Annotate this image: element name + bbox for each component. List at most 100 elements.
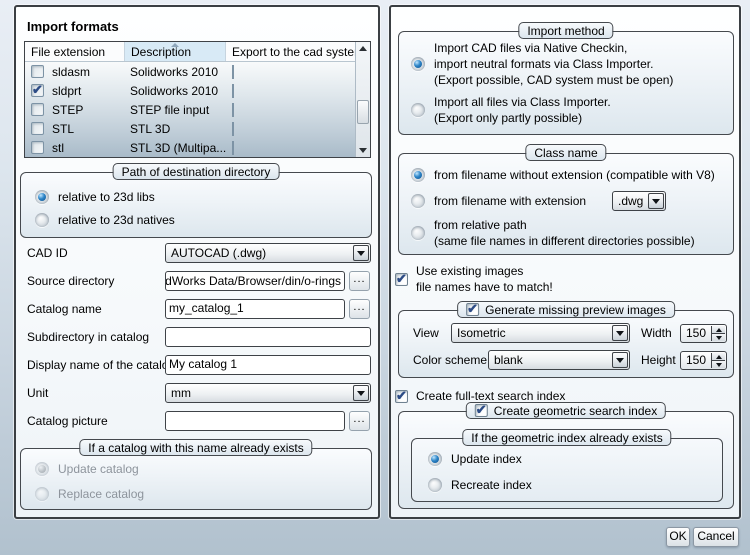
unit-combo[interactable]: mm <box>165 383 371 403</box>
radio-label: Recreate index <box>451 478 532 492</box>
geometric-index-group: Create geometric search index If the geo… <box>398 402 734 509</box>
checkbox-icon <box>395 271 408 287</box>
dropdown-arrow-icon[interactable] <box>612 352 628 368</box>
table-header-row: File extension Description Export to the… <box>25 42 356 62</box>
subdirectory-input[interactable] <box>165 327 371 347</box>
radio-update-catalog: Update catalog <box>35 462 139 476</box>
preview-images-checkbox[interactable] <box>466 301 480 317</box>
catalog-name-input[interactable]: my_catalog_1 <box>165 299 345 319</box>
sort-asc-icon <box>171 43 179 47</box>
radio-label: Import CAD files via Native Checkin, imp… <box>434 41 674 87</box>
table-row-step[interactable]: STEP STEP file input <box>25 100 356 119</box>
color-scheme-label: Color scheme <box>413 353 488 367</box>
view-combo[interactable]: Isometric <box>451 323 630 343</box>
format-checkbox[interactable] <box>31 103 44 116</box>
dropdown-arrow-icon[interactable] <box>353 385 369 401</box>
column-header-export[interactable]: Export to the cad system <box>232 45 356 59</box>
spin-down-icon[interactable] <box>712 361 725 368</box>
dropdown-arrow-icon[interactable] <box>353 245 369 261</box>
radio-relative-23d-natives[interactable]: relative to 23d natives <box>35 213 175 227</box>
radio-class-importer[interactable]: Import all files via Class Importer. (Ex… <box>411 94 611 126</box>
radio-label: relative to 23d natives <box>58 213 175 227</box>
table-row-stl-lower[interactable]: stl STL 3D (Multipa... <box>25 138 356 157</box>
class-name-caption: Class name <box>525 144 607 161</box>
column-header-file-extension[interactable]: File extension <box>25 42 125 61</box>
radio-icon <box>35 487 49 501</box>
table-row-stl-upper[interactable]: STL STL 3D <box>25 119 356 138</box>
display-name-input[interactable]: My catalog 1 <box>165 355 371 375</box>
spin-up-icon[interactable] <box>712 353 725 361</box>
radio-label: from relative path (same file names in d… <box>434 218 695 248</box>
dropdown-arrow-icon[interactable] <box>612 325 628 341</box>
file-extension: stl <box>52 140 64 155</box>
source-directory-input[interactable]: SolidWorks Data/Browser/din/o-rings <box>165 271 345 291</box>
scrollbar-thumb[interactable] <box>357 100 369 124</box>
catalog-name-browse-button[interactable]: ... <box>349 299 370 319</box>
radio-filename-with-extension[interactable]: from filename with extension <box>411 194 586 208</box>
cad-id-combo[interactable]: AUTOCAD (.dwg) <box>165 243 371 263</box>
radio-icon <box>35 190 49 204</box>
radio-recreate-index[interactable]: Recreate index <box>428 478 532 492</box>
catalog-picture-input[interactable] <box>165 411 345 431</box>
use-existing-images-checkbox[interactable]: Use existing images file names have to m… <box>395 263 553 295</box>
import-formats-table: File extension Description Export to the… <box>24 41 371 158</box>
export-checkbox[interactable] <box>232 140 234 155</box>
path-destination-group: Path of destination directory relative t… <box>20 163 372 238</box>
table-row-sldasm[interactable]: sldasm Solidworks 2010 <box>25 62 356 81</box>
view-value: Isometric <box>457 326 506 340</box>
radio-filename-without-extension[interactable]: from filename without extension (compati… <box>411 168 715 182</box>
checkbox-label: Create full-text search index <box>416 389 566 403</box>
format-description: Solidworks 2010 <box>130 64 219 79</box>
import-formats-panel: Import formats File extension Descriptio… <box>14 5 380 519</box>
format-checkbox[interactable] <box>31 141 44 154</box>
file-extension: STL <box>52 121 75 136</box>
width-value: 150 <box>686 326 707 340</box>
source-directory-value: SolidWorks Data/Browser/din/o-rings <box>165 274 341 288</box>
color-scheme-combo[interactable]: blank <box>488 350 630 370</box>
extension-value: .dwg <box>618 194 644 208</box>
extension-combo[interactable]: .dwg <box>612 191 666 211</box>
unit-label: Unit <box>27 386 49 400</box>
table-row-sldprt[interactable]: sldprt Solidworks 2010 <box>25 81 356 100</box>
geometric-index-caption: Create geometric search index <box>465 402 667 419</box>
view-label: View <box>413 326 439 340</box>
format-checkbox[interactable] <box>31 65 44 78</box>
subdirectory-label: Subdirectory in catalog <box>27 330 150 344</box>
radio-relative-23d-libs[interactable]: relative to 23d libs <box>35 190 155 204</box>
catalog-name-label: Catalog name <box>27 302 102 316</box>
import-method-group: Import method Import CAD files via Nativ… <box>398 22 734 135</box>
display-name-label: Display name of the catalog <box>27 358 176 372</box>
column-header-description[interactable]: Description <box>125 42 226 61</box>
format-checkbox[interactable] <box>31 122 44 135</box>
radio-native-checkin[interactable]: Import CAD files via Native Checkin, imp… <box>411 40 673 88</box>
color-scheme-value: blank <box>494 353 523 367</box>
cancel-button[interactable]: Cancel <box>693 527 739 547</box>
export-checkbox[interactable] <box>232 64 234 79</box>
width-spinner[interactable]: 150 <box>680 324 727 343</box>
table-scrollbar[interactable] <box>355 42 370 157</box>
export-checkbox[interactable] <box>232 121 234 136</box>
radio-label: Update index <box>451 452 522 466</box>
path-destination-caption: Path of destination directory <box>112 163 280 180</box>
height-spinner[interactable]: 150 <box>680 351 727 370</box>
spin-down-icon[interactable] <box>712 334 725 341</box>
format-description: STL 3D <box>130 121 171 136</box>
export-checkbox[interactable] <box>232 83 234 98</box>
radio-relative-path[interactable]: from relative path (same file names in d… <box>411 217 695 249</box>
format-checkbox[interactable] <box>31 84 44 98</box>
source-directory-browse-button[interactable]: ... <box>349 271 370 291</box>
caption-label: Create geometric search index <box>493 403 658 418</box>
ok-button[interactable]: OK <box>666 527 690 547</box>
scroll-down-icon[interactable] <box>359 148 367 153</box>
fulltext-index-checkbox[interactable]: Create full-text search index <box>395 388 566 404</box>
file-extension: STEP <box>52 102 84 117</box>
catalog-picture-browse-button[interactable]: ... <box>349 411 370 431</box>
geometric-index-checkbox[interactable] <box>474 402 488 418</box>
scroll-up-icon[interactable] <box>359 46 367 51</box>
radio-update-index[interactable]: Update index <box>428 452 522 466</box>
radio-label: Update catalog <box>58 462 139 476</box>
export-checkbox[interactable] <box>232 102 234 117</box>
spin-up-icon[interactable] <box>712 326 725 334</box>
dropdown-arrow-icon[interactable] <box>648 193 664 209</box>
